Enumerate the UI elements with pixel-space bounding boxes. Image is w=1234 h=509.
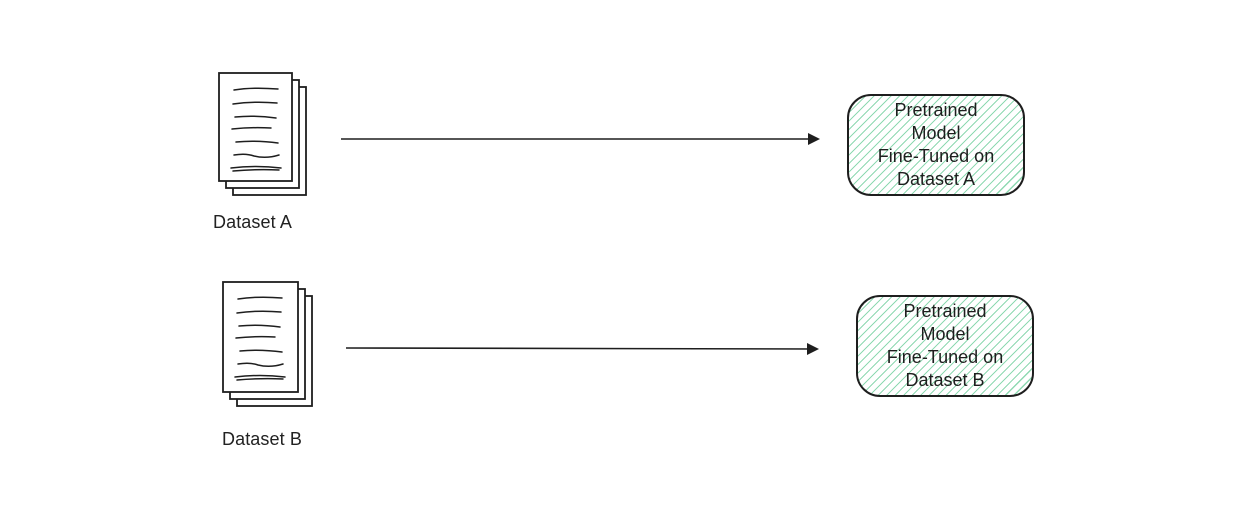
model-box-line: Model [911,123,961,143]
model-box-line: Dataset A [896,169,976,189]
model-box-b: Pretrained Model Fine-Tuned on Dataset B [856,295,1034,397]
model-box-line: Model [920,324,970,344]
model-box-text: Pretrained Model Fine-Tuned on Dataset B [887,300,1003,392]
model-box-line: Pretrained [903,301,987,321]
model-box-a: Pretrained Model Fine-Tuned on Dataset A [847,94,1025,196]
model-box-text: Pretrained Model Fine-Tuned on Dataset A [878,99,994,191]
document-stack-icon [218,72,307,196]
model-box-line: Fine-Tuned on [877,146,995,166]
model-box-line: Fine-Tuned on [886,347,1004,367]
arrow-b [345,342,819,355]
dataset-label-b: Dataset B [222,429,302,449]
model-box-line: Pretrained [894,100,978,120]
dataset-label-a: Dataset A [213,212,292,232]
model-box-line: Dataset B [905,370,985,390]
document-stack-icon [222,281,313,407]
